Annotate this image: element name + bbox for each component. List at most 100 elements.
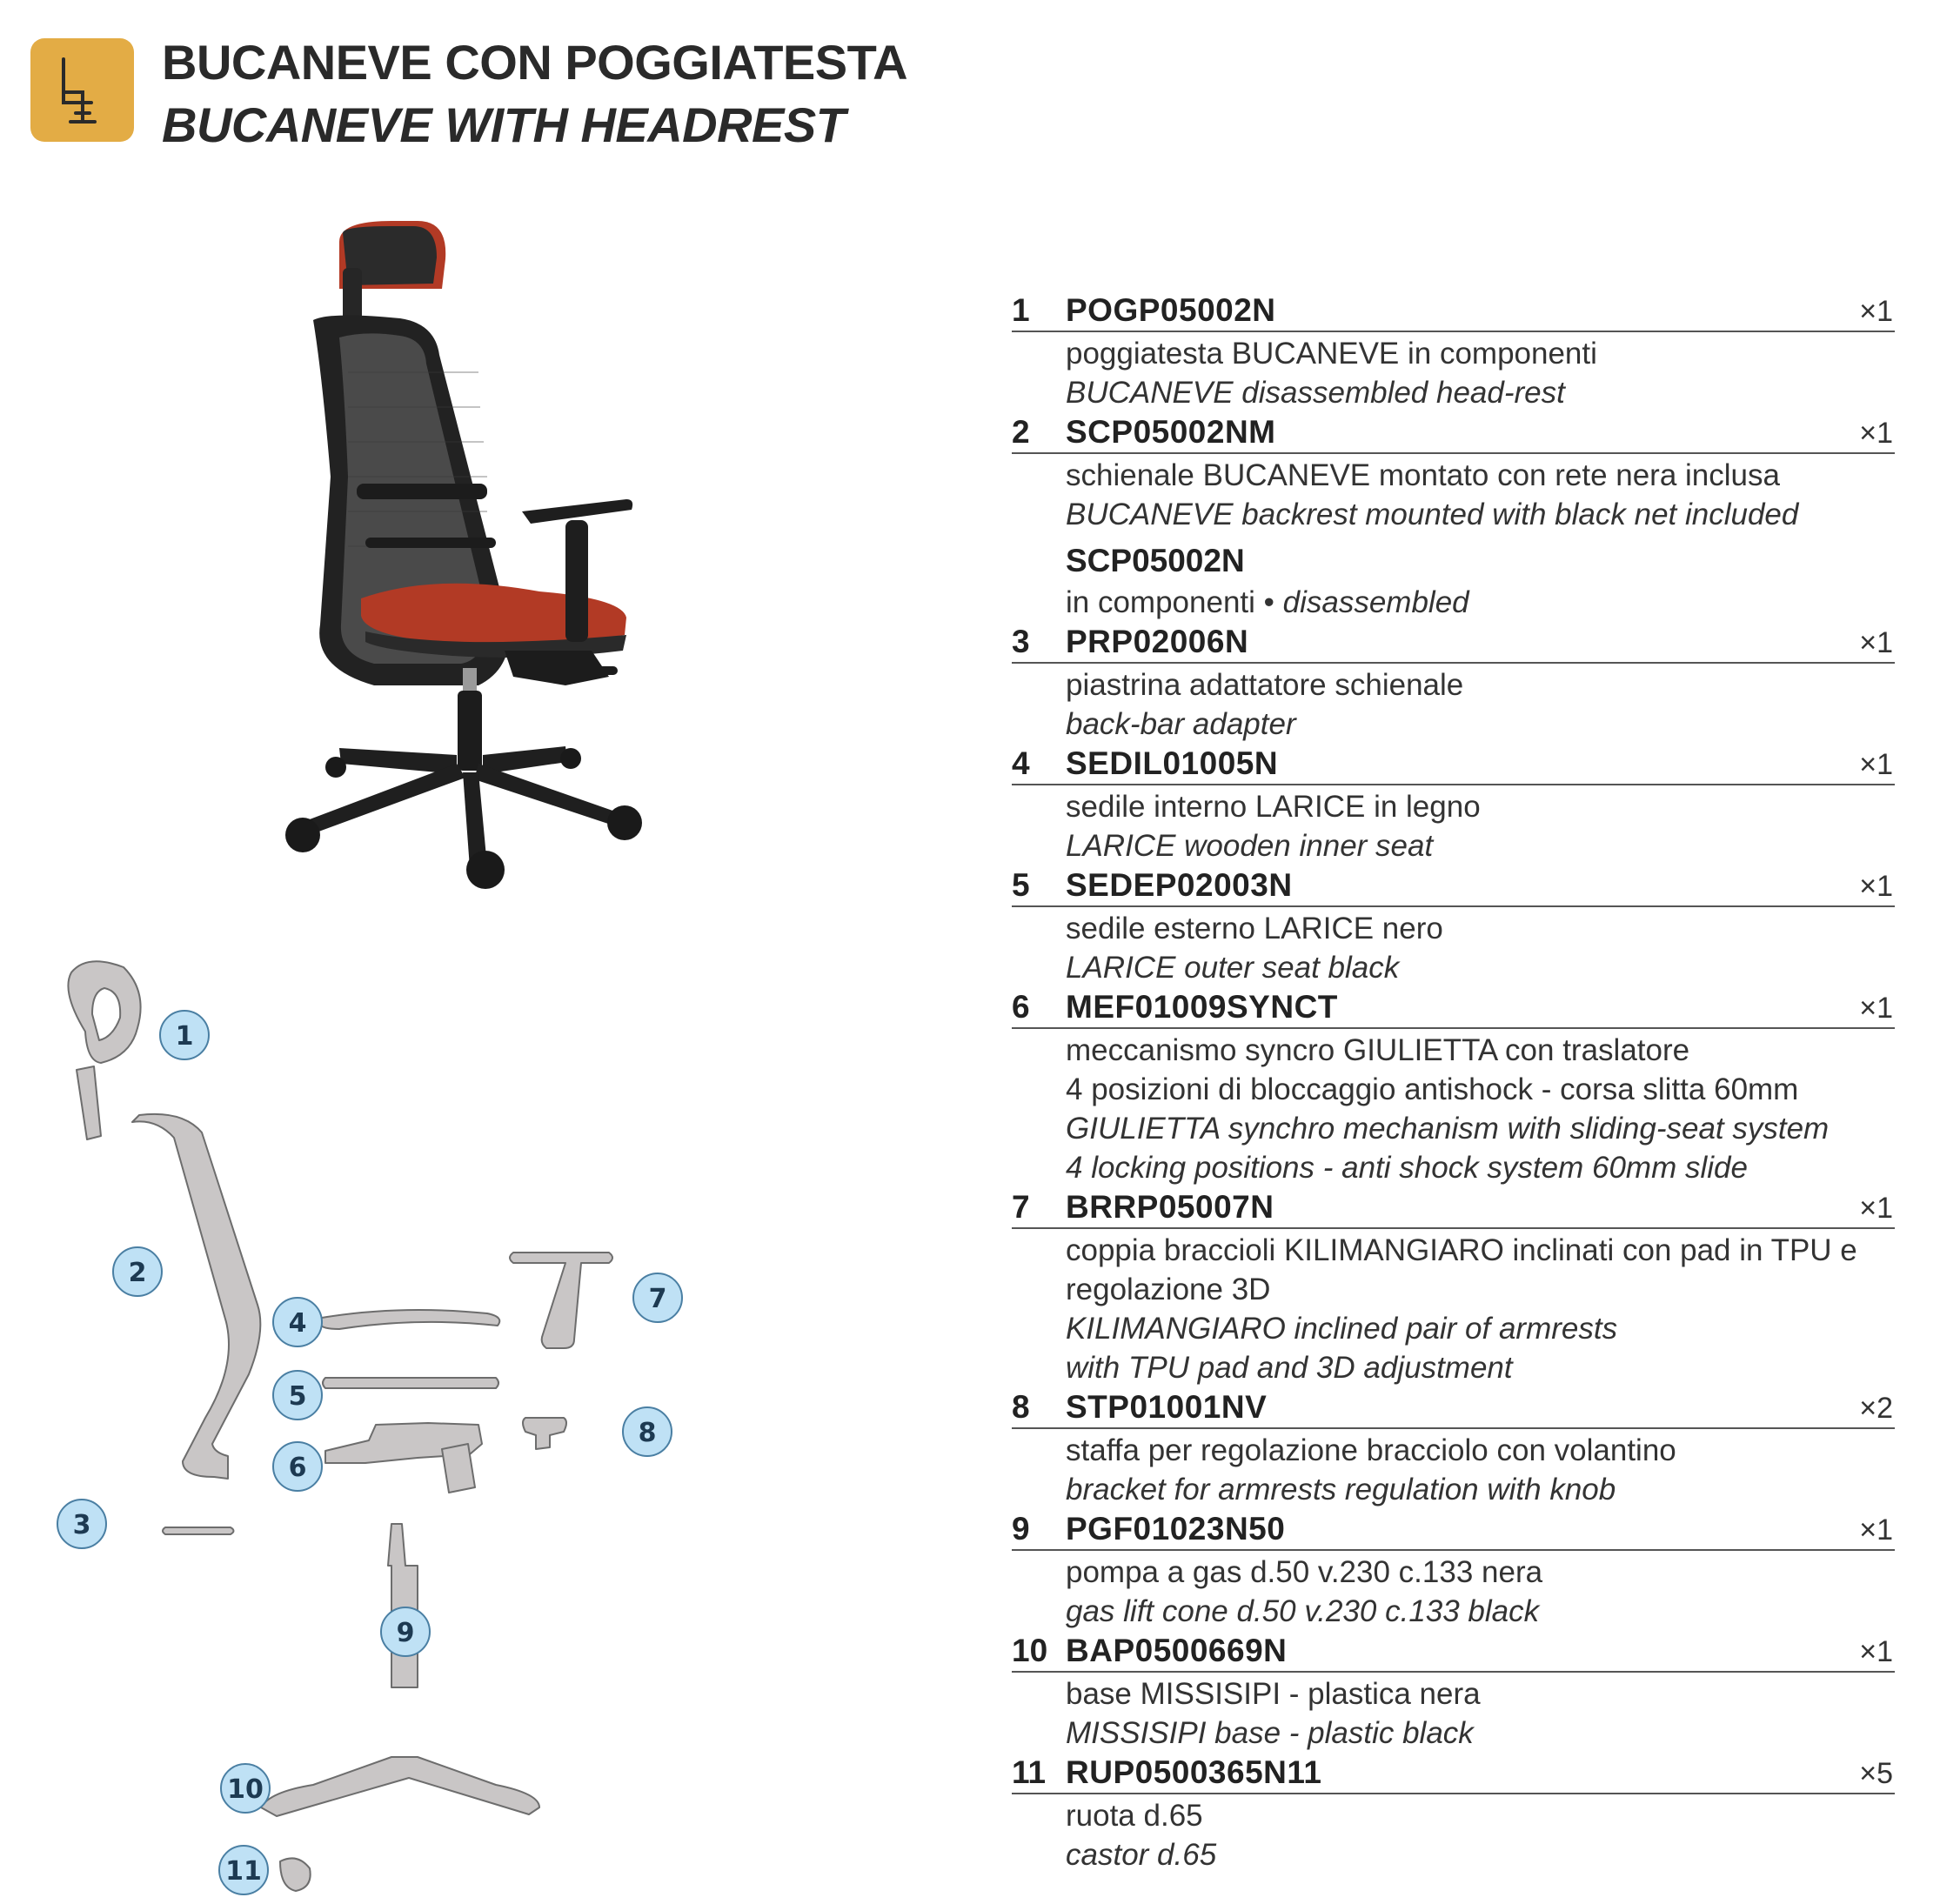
- part-number: 1: [1012, 292, 1030, 328]
- description-english: BUCANEVE disassembled head-rest: [1066, 376, 1565, 410]
- title-english: BUCANEVE WITH HEADREST: [162, 97, 846, 152]
- part-quantity: ×2: [1859, 1392, 1893, 1425]
- part-1-headrest-shape: [67, 960, 142, 1064]
- subcode-italian: in componenti •: [1066, 585, 1283, 619]
- part-quantity: ×1: [1859, 417, 1893, 450]
- subcode-english: disassembled: [1282, 585, 1469, 619]
- callout-label: 10: [227, 1774, 264, 1805]
- part-code: PGF01023N50: [1066, 1511, 1286, 1547]
- part-quantity: ×1: [1859, 870, 1893, 903]
- page-title: BUCANEVE CON POGGIATESTA BUCANEVE WITH H…: [162, 31, 908, 157]
- part-code: MEF01009SYNCT: [1066, 989, 1338, 1025]
- part-subcode: SCP05002N: [1066, 543, 1245, 578]
- part-quantity: ×1: [1859, 626, 1893, 659]
- callout-label: 7: [649, 1284, 667, 1314]
- part-head: 7 BRRP05007N ×1: [1012, 1189, 1895, 1229]
- callout-label: 9: [397, 1618, 415, 1648]
- callout-circle: [218, 1845, 269, 1895]
- callout-circle: [272, 1441, 323, 1492]
- callout-circle: [272, 1370, 323, 1420]
- callout-11: 11: [218, 1845, 269, 1895]
- part-description: meccanismo syncro GIULIETTA con traslato…: [1066, 1029, 1895, 1189]
- part-shapes: [67, 960, 613, 1892]
- callout-circle: [112, 1246, 163, 1297]
- callout-4: 4: [272, 1297, 323, 1347]
- callout-9: 9: [380, 1607, 431, 1657]
- description-italian: staffa per regolazione bracciolo con vol…: [1066, 1433, 1676, 1467]
- base: [296, 746, 618, 868]
- description-english: bracket for armrests regulation with kno…: [1066, 1473, 1616, 1506]
- part-9-gas-lift-shape: [387, 1523, 418, 1688]
- callout-label: 6: [289, 1453, 307, 1483]
- part-4-inner-seat-shape: [318, 1309, 501, 1330]
- part-head: 6 MEF01009SYNCT ×1: [1012, 989, 1895, 1029]
- callout-10: 10: [220, 1763, 271, 1814]
- description-italian: 4 posizioni di bloccaggio antishock - co…: [1066, 1072, 1799, 1106]
- part-number: 5: [1012, 867, 1030, 903]
- callout-1: 1: [159, 1010, 210, 1060]
- callout-circle: [272, 1297, 323, 1347]
- callout-label: 3: [73, 1510, 91, 1540]
- part-row: 9 PGF01023N50 ×1 pompa a gas d.50 v.230 c.1…: [1012, 1511, 1895, 1633]
- callout-5: 5: [272, 1370, 323, 1420]
- callout-8: 8: [622, 1406, 672, 1457]
- armrest: [522, 499, 633, 524]
- description-english: with TPU pad and 3D adjustment: [1066, 1351, 1513, 1385]
- description-italian: meccanismo syncro GIULIETTA con traslato…: [1066, 1033, 1690, 1067]
- part-quantity: ×1: [1859, 1192, 1893, 1225]
- chair-icon: [30, 38, 134, 142]
- description-english: GIULIETTA synchro mechanism with sliding…: [1066, 1112, 1830, 1146]
- part-quantity: ×1: [1859, 748, 1893, 781]
- description-italian: sedile interno LARICE in legno: [1066, 790, 1481, 824]
- description-english: castor d.65: [1066, 1838, 1217, 1872]
- part-number: 6: [1012, 989, 1030, 1025]
- part-quantity: ×1: [1859, 992, 1893, 1025]
- part-quantity: ×1: [1859, 1513, 1893, 1547]
- part-number: 9: [1012, 1511, 1030, 1547]
- callout-circle: [159, 1010, 210, 1060]
- part-quantity: ×5: [1859, 1757, 1893, 1790]
- castors: [285, 748, 642, 889]
- title-italian: BUCANEVE CON POGGIATESTA: [162, 35, 908, 90]
- part-quantity: ×1: [1859, 295, 1893, 328]
- part-code: BRRP05007N: [1066, 1189, 1274, 1225]
- part-code: POGP05002N: [1066, 292, 1276, 328]
- seat-cushion: [361, 583, 626, 645]
- part-5-outer-seat-shape: [322, 1377, 499, 1389]
- part-number: 7: [1012, 1189, 1030, 1225]
- part-quantity: ×1: [1859, 1635, 1893, 1668]
- part-1-headrest-post-shape: [76, 1066, 102, 1140]
- part-code: STP01001NV: [1066, 1389, 1268, 1425]
- description-italian: regolazione 3D: [1066, 1273, 1271, 1306]
- callout-label: 5: [289, 1381, 307, 1412]
- description-english: LARICE wooden inner seat: [1066, 829, 1434, 863]
- callout-circle: [220, 1763, 271, 1814]
- part-description: staffa per regolazione bracciolo con vol…: [1066, 1429, 1895, 1511]
- description-italian: poggiatesta BUCANEVE in componenti: [1066, 337, 1597, 371]
- mechanism: [505, 651, 609, 685]
- part-head: 9 PGF01023N50 ×1: [1012, 1511, 1895, 1551]
- callout-circle: [57, 1499, 107, 1549]
- part-row: 6 MEF01009SYNCT ×1 meccanismo syncro GIULIE…: [1012, 989, 1895, 1189]
- callout-2: 2: [112, 1246, 163, 1297]
- callout-circle: [622, 1406, 672, 1457]
- headrest-shell: [343, 226, 437, 285]
- description-english: MISSISIPI base - plastic black: [1066, 1716, 1474, 1750]
